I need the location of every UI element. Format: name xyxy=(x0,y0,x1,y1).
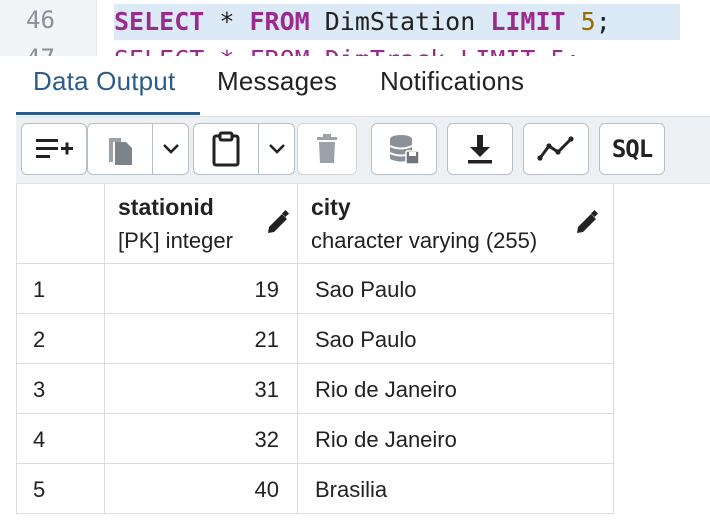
keyword-limit: LIMIT xyxy=(490,7,566,36)
active-tab-indicator xyxy=(16,112,200,115)
star-token: * xyxy=(204,7,250,36)
table-cell-city[interactable]: Sao Paulo xyxy=(298,264,614,314)
panel-tabs: Data Output Messages Notifications xyxy=(16,56,710,116)
graph-icon xyxy=(537,136,574,161)
limit-value-token: 5 xyxy=(565,7,596,36)
cell-value: 21 xyxy=(254,327,279,352)
editor-line-current[interactable]: SELECT * FROM DimStation LIMIT 5; xyxy=(114,4,680,40)
download-button[interactable] xyxy=(447,123,513,175)
sql-editor[interactable]: 46 47 SELECT * FROM DimStation LIMIT 5; … xyxy=(0,0,710,74)
paste-options-button[interactable] xyxy=(259,123,295,175)
results-toolbar: SQL xyxy=(16,116,710,184)
keyword-from: FROM xyxy=(249,7,310,36)
save-data-icon xyxy=(389,135,420,165)
table-row-number[interactable]: 2 xyxy=(16,314,105,364)
column-name: city xyxy=(311,194,351,220)
row-number-label: 5 xyxy=(33,477,46,502)
chevron-down-icon xyxy=(162,144,179,154)
table-cell-city[interactable]: Rio de Janeiro xyxy=(298,414,614,464)
tab-messages[interactable]: Messages xyxy=(217,66,338,96)
download-icon xyxy=(468,135,492,164)
graph-visualiser-button[interactable] xyxy=(523,123,589,175)
table-cell-stationid[interactable]: 31 xyxy=(105,364,298,414)
table-cell-stationid[interactable]: 40 xyxy=(105,464,298,514)
table-cell-city[interactable]: Sao Paulo xyxy=(298,314,614,364)
copy-icon xyxy=(109,138,132,165)
table-cell-stationid[interactable]: 32 xyxy=(105,414,298,464)
table-cell-stationid[interactable]: 19 xyxy=(105,264,298,314)
delete-row-button[interactable] xyxy=(297,123,357,175)
cell-value: Sao Paulo xyxy=(315,277,417,302)
copy-button[interactable] xyxy=(87,123,153,175)
add-row-button[interactable] xyxy=(21,123,87,175)
cell-value: Rio de Janeiro xyxy=(315,427,457,452)
table-row-number[interactable]: 1 xyxy=(16,264,105,314)
line-number: 46 xyxy=(26,6,55,34)
tab-data-output[interactable]: Data Output xyxy=(33,66,176,96)
delete-icon xyxy=(317,134,337,163)
cell-value: 19 xyxy=(254,277,279,302)
table-row-number[interactable]: 3 xyxy=(16,364,105,414)
cell-value: 32 xyxy=(254,427,279,452)
table-cell-city[interactable]: Brasilia xyxy=(298,464,614,514)
chevron-down-icon xyxy=(268,144,285,154)
table-row-number[interactable]: 4 xyxy=(16,414,105,464)
keyword-select: SELECT xyxy=(114,7,205,36)
edit-column-icon[interactable] xyxy=(265,209,291,236)
save-data-button[interactable] xyxy=(371,123,437,175)
edit-column-icon[interactable] xyxy=(574,209,600,236)
table-row-number[interactable]: 5 xyxy=(16,464,105,514)
cell-value: 31 xyxy=(254,377,279,402)
column-name: stationid xyxy=(118,194,214,220)
row-number-label: 2 xyxy=(33,327,46,352)
sql-button-label: SQL xyxy=(611,135,653,163)
semicolon-token: ; xyxy=(595,7,611,36)
table-name-token: DimStation xyxy=(309,7,491,36)
row-number-label: 3 xyxy=(33,377,46,402)
column-header-city[interactable]: city character varying (255) xyxy=(298,184,614,264)
tab-notifications[interactable]: Notifications xyxy=(380,66,525,96)
table-cell-city[interactable]: Rio de Janeiro xyxy=(298,364,614,414)
sql-button[interactable]: SQL xyxy=(599,123,665,175)
cell-value: Rio de Janeiro xyxy=(315,377,457,402)
column-type: [PK] integer xyxy=(118,228,233,253)
row-number-header xyxy=(16,184,105,264)
row-number-label: 4 xyxy=(33,427,46,452)
line-gutter: 46 47 xyxy=(0,0,97,72)
table-cell-stationid[interactable]: 21 xyxy=(105,314,298,364)
row-number-label: 1 xyxy=(33,277,46,302)
column-header-stationid[interactable]: stationid [PK] integer xyxy=(105,184,298,264)
cell-value: 40 xyxy=(254,477,279,502)
cell-value: Brasilia xyxy=(315,477,388,502)
copy-options-button[interactable] xyxy=(153,123,189,175)
column-type: character varying (255) xyxy=(311,228,538,253)
output-panel: Data Output Messages Notifications xyxy=(0,56,710,530)
paste-button[interactable] xyxy=(193,123,259,175)
paste-icon xyxy=(212,131,240,167)
cell-value: Sao Paulo xyxy=(315,327,417,352)
add-row-icon xyxy=(36,139,73,158)
